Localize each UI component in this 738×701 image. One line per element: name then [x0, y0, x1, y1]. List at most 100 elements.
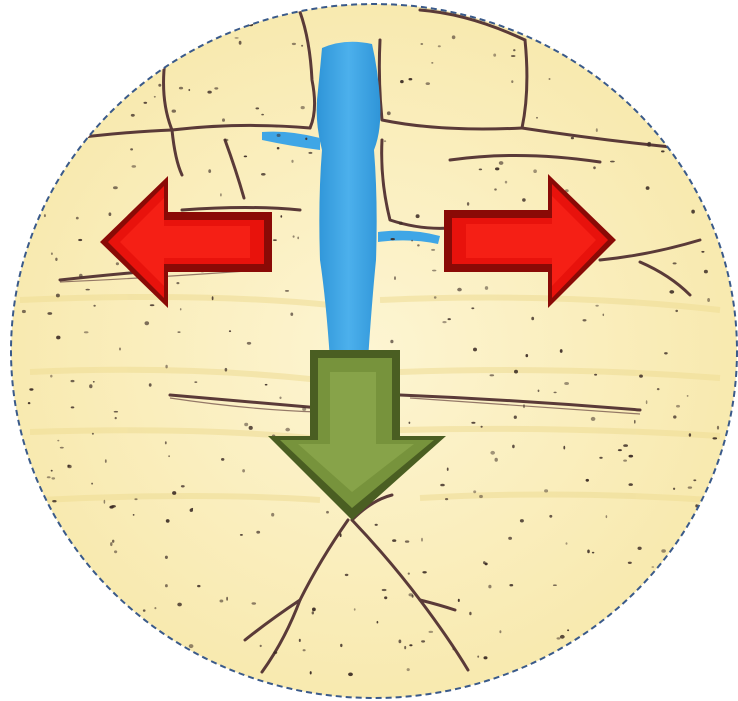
- rock-speckle: [166, 658, 170, 661]
- rock-speckle: [348, 673, 353, 677]
- rock-speckle: [203, 660, 208, 663]
- rock-speckle: [566, 542, 568, 545]
- rock-speckle: [93, 305, 95, 307]
- rock-speckle: [130, 148, 133, 150]
- rock-speckle: [595, 305, 598, 307]
- rock-speckle: [134, 498, 137, 500]
- rock-speckle: [115, 29, 118, 31]
- rock-speckle: [488, 585, 491, 589]
- rock-speckle: [225, 368, 228, 372]
- rock-speckle: [299, 639, 301, 642]
- rock-speckle: [591, 417, 596, 421]
- rock-speckle: [104, 500, 106, 504]
- rock-speckle: [179, 87, 183, 90]
- rock-speckle: [554, 392, 557, 394]
- rock-speckle: [573, 47, 575, 51]
- rock-speckle: [220, 193, 222, 196]
- rock-speckle: [701, 251, 704, 253]
- rock-speckle: [303, 649, 306, 651]
- rock-speckle: [495, 458, 498, 462]
- rock-speckle: [165, 584, 168, 587]
- rock-speckle: [408, 573, 410, 575]
- rock-speckle: [622, 647, 625, 649]
- rock-speckle: [56, 294, 60, 298]
- rock-speckle: [85, 83, 87, 85]
- rock-speckle: [290, 313, 293, 316]
- rock-speckle: [240, 534, 243, 536]
- rock-speckle: [168, 455, 170, 457]
- rock-speckle: [85, 125, 88, 127]
- rock-speckle: [526, 354, 529, 357]
- rock-speckle: [673, 262, 677, 264]
- rock-speckle: [718, 74, 721, 77]
- rock-speckle: [553, 584, 557, 586]
- rock-speckle: [471, 307, 474, 309]
- rock-speckle: [50, 375, 52, 378]
- rock-speckle: [409, 78, 413, 80]
- rock-speckle: [58, 72, 62, 75]
- rock-speckle: [36, 531, 39, 535]
- rock-speckle: [690, 154, 694, 156]
- rock-speckle: [133, 514, 135, 516]
- rock-speckle: [57, 627, 61, 629]
- rock-speckle: [165, 556, 168, 559]
- rock-speckle: [189, 28, 193, 31]
- rock-speckle: [536, 117, 538, 119]
- rock-speckle: [52, 500, 56, 502]
- rock-speckle: [533, 169, 537, 173]
- rock-speckle: [651, 566, 654, 568]
- rock-speckle: [592, 552, 594, 554]
- rock-speckle: [649, 647, 651, 649]
- rock-speckle: [119, 35, 123, 38]
- rock-speckle: [495, 167, 499, 170]
- rock-speckle: [95, 64, 97, 66]
- rock-speckle: [445, 498, 448, 500]
- rock-speckle: [493, 54, 496, 57]
- rock-speckle: [586, 479, 589, 482]
- rock-speckle: [79, 134, 82, 136]
- rock-speckle: [377, 621, 379, 624]
- rock-speckle: [71, 380, 75, 382]
- rock-speckle: [678, 603, 681, 606]
- rock-speckle: [673, 488, 675, 490]
- rock-speckle: [485, 563, 488, 566]
- rock-speckle: [302, 407, 306, 411]
- rock-speckle: [664, 352, 668, 354]
- rock-speckle: [538, 662, 541, 664]
- rock-speckle: [675, 310, 678, 312]
- rock-speckle: [390, 340, 393, 344]
- rock-speckle: [594, 374, 597, 376]
- rock-speckle: [438, 45, 441, 47]
- rock-speckle: [654, 87, 656, 89]
- rock-speckle: [24, 233, 27, 235]
- rock-speckle: [634, 420, 636, 424]
- rock-speckle: [431, 249, 435, 251]
- rock-speckle: [528, 674, 530, 677]
- rock-speckle: [619, 77, 622, 79]
- rock-speckle: [629, 483, 633, 486]
- rock-speckle: [638, 547, 642, 550]
- rock-speckle: [399, 640, 402, 644]
- rock-speckle: [172, 647, 174, 649]
- rock-speckle: [646, 400, 648, 404]
- rock-speckle: [101, 666, 105, 669]
- rock-speckle: [61, 106, 63, 110]
- rock-speckle: [688, 486, 692, 488]
- rock-speckle: [103, 637, 106, 639]
- rock-speckle: [89, 384, 92, 388]
- rock-speckle: [247, 342, 251, 345]
- rock-speckle: [114, 550, 117, 553]
- rock-speckle: [620, 33, 622, 35]
- rock-speckle: [420, 43, 423, 45]
- rock-speckle: [440, 484, 445, 487]
- rock-speckle: [180, 308, 182, 310]
- rock-speckle: [544, 489, 548, 492]
- rock-speckle: [93, 381, 95, 383]
- rock-speckle: [179, 676, 183, 679]
- rock-speckle: [404, 646, 406, 649]
- rock-speckle: [92, 433, 94, 435]
- rock-speckle: [51, 470, 53, 472]
- rock-speckle: [66, 100, 70, 103]
- rock-speckle: [340, 533, 342, 537]
- rock-speckle: [606, 515, 608, 518]
